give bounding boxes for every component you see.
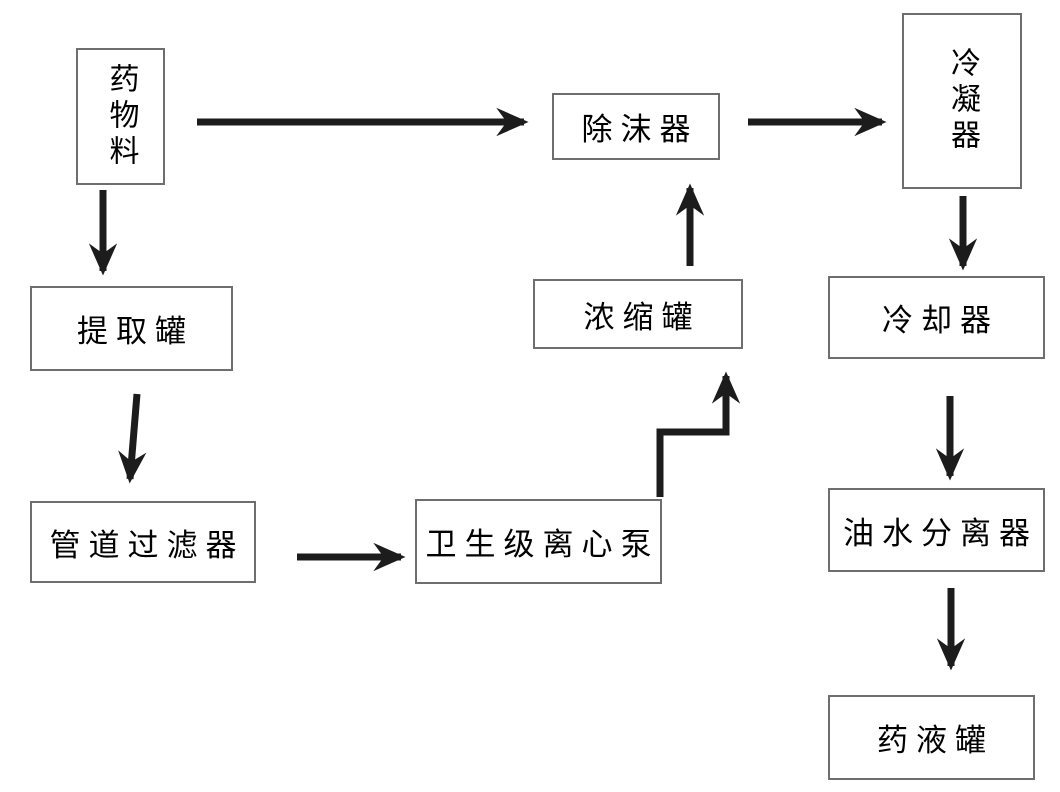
node-oil-water-separator: 油水分离器 (828, 488, 1045, 572)
node-condenser-label: 冷凝器 (945, 47, 980, 155)
node-extraction-tank: 提取罐 (30, 286, 233, 371)
node-cooler: 冷却器 (828, 276, 1045, 359)
node-liquid-medicine-tank: 药液罐 (828, 695, 1035, 780)
node-condenser: 冷凝器 (902, 13, 1022, 189)
node-oil-water-separator-label: 油水分离器 (843, 515, 1038, 552)
node-cooler-label: 冷却器 (882, 303, 999, 339)
node-drug-material: 药物料 (76, 48, 165, 185)
node-extraction-tank-label: 提取罐 (77, 314, 194, 350)
node-concentration-tank: 浓缩罐 (533, 279, 743, 349)
node-sanitary-centrifugal-pump-label: 卫生级离心泵 (425, 527, 660, 563)
node-demister-label: 除沫器 (581, 112, 699, 148)
node-demister: 除沫器 (552, 93, 720, 160)
edge-extraction-tank-to-pipeline-filter (118, 393, 147, 484)
node-pipeline-filter: 管道过滤器 (30, 501, 256, 583)
edge-sanitary-pump-to-concentration-tank (656, 371, 741, 497)
node-concentration-tank-label: 浓缩罐 (583, 299, 701, 336)
node-drug-material-label: 药物料 (103, 62, 139, 171)
node-sanitary-centrifugal-pump: 卫生级离心泵 (415, 499, 662, 584)
node-liquid-medicine-tank-label: 药液罐 (877, 723, 994, 759)
node-pipeline-filter-label: 管道过滤器 (49, 527, 245, 564)
